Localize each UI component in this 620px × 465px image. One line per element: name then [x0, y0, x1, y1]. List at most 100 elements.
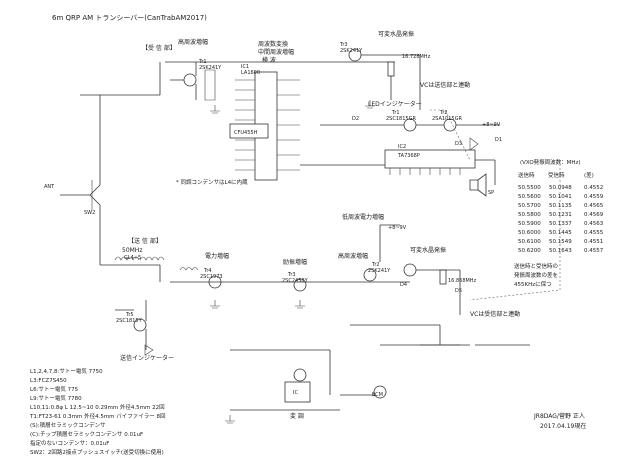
- rx-af-wires: [300, 159, 496, 185]
- led-tr1-label: Tr1: [391, 110, 400, 116]
- table-cell: 50.5900: [518, 221, 541, 227]
- tx-power-rails: [350, 224, 460, 346]
- table-cell: 0.4565: [584, 203, 604, 209]
- tx-vc-link-dash: [469, 160, 561, 301]
- rx-tr1-label: Tr1: [198, 59, 207, 65]
- table-cell: 0.4555: [584, 230, 604, 236]
- led-tr2-label: Tr2: [439, 110, 448, 116]
- tx-output-wire: [100, 264, 161, 282]
- modulator-wires: [230, 349, 375, 411]
- note-line: L6:サトー電気 775: [30, 385, 79, 393]
- table-note-1: 送信時と受信時の: [514, 262, 558, 270]
- antenna-wire: [60, 184, 101, 206]
- tr5-label: Tr5: [125, 312, 134, 318]
- mic-label: ECM: [372, 392, 383, 398]
- rx-rf-amp-label: 高周波増幅: [178, 38, 208, 46]
- tr2tx-label: Tr2: [371, 262, 380, 268]
- modulator-ic: [284, 381, 311, 403]
- antenna-label: ANT: [44, 184, 55, 190]
- tr2-transistor: [363, 268, 377, 282]
- led-tr1-part: 2SC1815GR: [386, 116, 416, 122]
- tx-crystal-label: 16.868MHz: [448, 278, 477, 284]
- rx-ground-symbols: [210, 100, 375, 114]
- rx-mixer-label-1: 周波数変換: [258, 40, 288, 48]
- rx-crystal: [387, 61, 395, 77]
- tx-freq-label-2: GL4+5: [124, 255, 141, 261]
- tx-vxo-transistor: [403, 263, 417, 277]
- rx-coil-l1: [204, 69, 216, 101]
- tx-section-label: 【送 信 部】: [128, 237, 162, 245]
- tx-vc-link-label: VCは受信部と連動: [470, 310, 520, 318]
- signature-date: 2017.04.19現在: [540, 422, 586, 430]
- author-signature: JR8DAG/菅野 正人: [533, 412, 585, 420]
- note-line: (S):積層セラミックコンデンサ: [30, 421, 106, 429]
- tr3tx-label: Tr3: [287, 272, 296, 278]
- tx-excite-label: 励振増幅: [283, 258, 307, 266]
- modulator-transistor: [293, 368, 307, 382]
- tr4-part: 2SC1973: [200, 274, 223, 280]
- table-cell: 50.6000: [518, 230, 541, 236]
- rx-vxo-wires: [361, 54, 421, 110]
- rx-mixer-label-2: 中間周波増幅: [258, 48, 294, 56]
- table-cell: 0.4552: [584, 185, 603, 191]
- table-cell: 50.1337: [549, 221, 572, 227]
- tx-indicator-led: [144, 344, 154, 356]
- rx-vxo-tr-part: 2SK241Y: [340, 48, 363, 54]
- table-note-3: 455KHzに保つ: [514, 280, 552, 288]
- table-cell: 0.4559: [584, 194, 604, 200]
- table-note-2: 発振周波数の差を: [514, 271, 558, 279]
- tx-coil-l11: [139, 256, 165, 261]
- ic2-part: TA7368P: [397, 153, 420, 159]
- parts-notes: L1,2,4,7,8:サトー電気 7750 L3:FCZ7S450 L6:サトー…: [29, 367, 166, 456]
- tr5-transistor: [133, 318, 147, 332]
- diode-d4-label: D4: [400, 282, 407, 288]
- tx-power-label: +8~9V: [388, 225, 407, 231]
- table-header: (VXO発振周波数：MHz): [520, 158, 581, 166]
- note-line: L10,11:0.8φ L 12.5~10 0.29mm 外径4.5mm 22回: [30, 403, 165, 411]
- tx-indicator-label: 送信インジケーター: [120, 354, 174, 362]
- note-line: 指定のないコンデンサ：0.01uF: [30, 439, 109, 447]
- led-tr2-part: 2SA1015GR: [432, 116, 462, 122]
- table-cell: 50.1549: [549, 239, 572, 245]
- note-line: L9:サトー電気 7780: [30, 394, 82, 402]
- rx-vc-link-dash: [430, 109, 471, 161]
- table-cell: 50.5600: [518, 194, 541, 200]
- note-line: T1:FT23-61 0.3mm 外径4.5mm バイファイラー 8回: [29, 412, 166, 420]
- rx-vc-link-label: VCは送信部と連動: [420, 81, 470, 89]
- tr3-transistor: [293, 278, 307, 292]
- rx-vxo-tr-label: Tr3: [339, 42, 348, 48]
- table-cell: 50.0948: [549, 185, 572, 191]
- ceramic-filter-label: CFU455H: [234, 130, 258, 136]
- rx-rf-leads: [170, 62, 197, 100]
- note-line: L3:FCZ7S450: [30, 378, 67, 384]
- sw2-label: SW2: [84, 210, 95, 216]
- tx-coil-l10: [114, 256, 140, 261]
- tr2tx-part: 2SK241Y: [368, 268, 391, 274]
- tr5-part: 2SC1815Y: [116, 318, 143, 324]
- diode-d2-label: D2: [352, 116, 359, 122]
- note-line: L1,2,4,7,8:サトー電気 7750: [30, 367, 103, 375]
- modulator-ic-label: IC: [293, 390, 298, 396]
- ceramic-filter: [229, 123, 269, 139]
- ic1-label: IC1: [241, 64, 249, 70]
- tr3tx-part: 2SC2458Y: [282, 278, 309, 284]
- note-line: (C):チップ積層セラミックコンデンサ 0.01uF: [30, 430, 143, 438]
- rx-rf-transistor: [183, 73, 197, 87]
- table-cell: 0.4563: [584, 221, 604, 227]
- microphone-icon: [373, 385, 387, 399]
- tr4-label: Tr4: [203, 268, 212, 274]
- tx-vxo-label: 可変水晶発振: [410, 246, 446, 254]
- rx-vxo-label: 可変水晶発振: [378, 30, 414, 38]
- table-cell: 0.4557: [584, 248, 604, 254]
- ic1-part: LA1600: [241, 70, 260, 76]
- table-cell: 50.5800: [518, 212, 541, 218]
- table-col-rx: 受信時: [548, 171, 565, 179]
- transformer-t1: [179, 267, 199, 271]
- table-cell: 0.4551: [584, 239, 603, 245]
- diode-d1-label: D1: [495, 137, 502, 143]
- rx-section-label: 【受 信 部】: [142, 44, 176, 52]
- rx-tr1-part: 2SK241Y: [199, 65, 222, 71]
- ic1-pins-right: [277, 79, 300, 171]
- note-line: SW2：2回路2接点プッシュスイッチ(送受切換に使用): [30, 448, 164, 456]
